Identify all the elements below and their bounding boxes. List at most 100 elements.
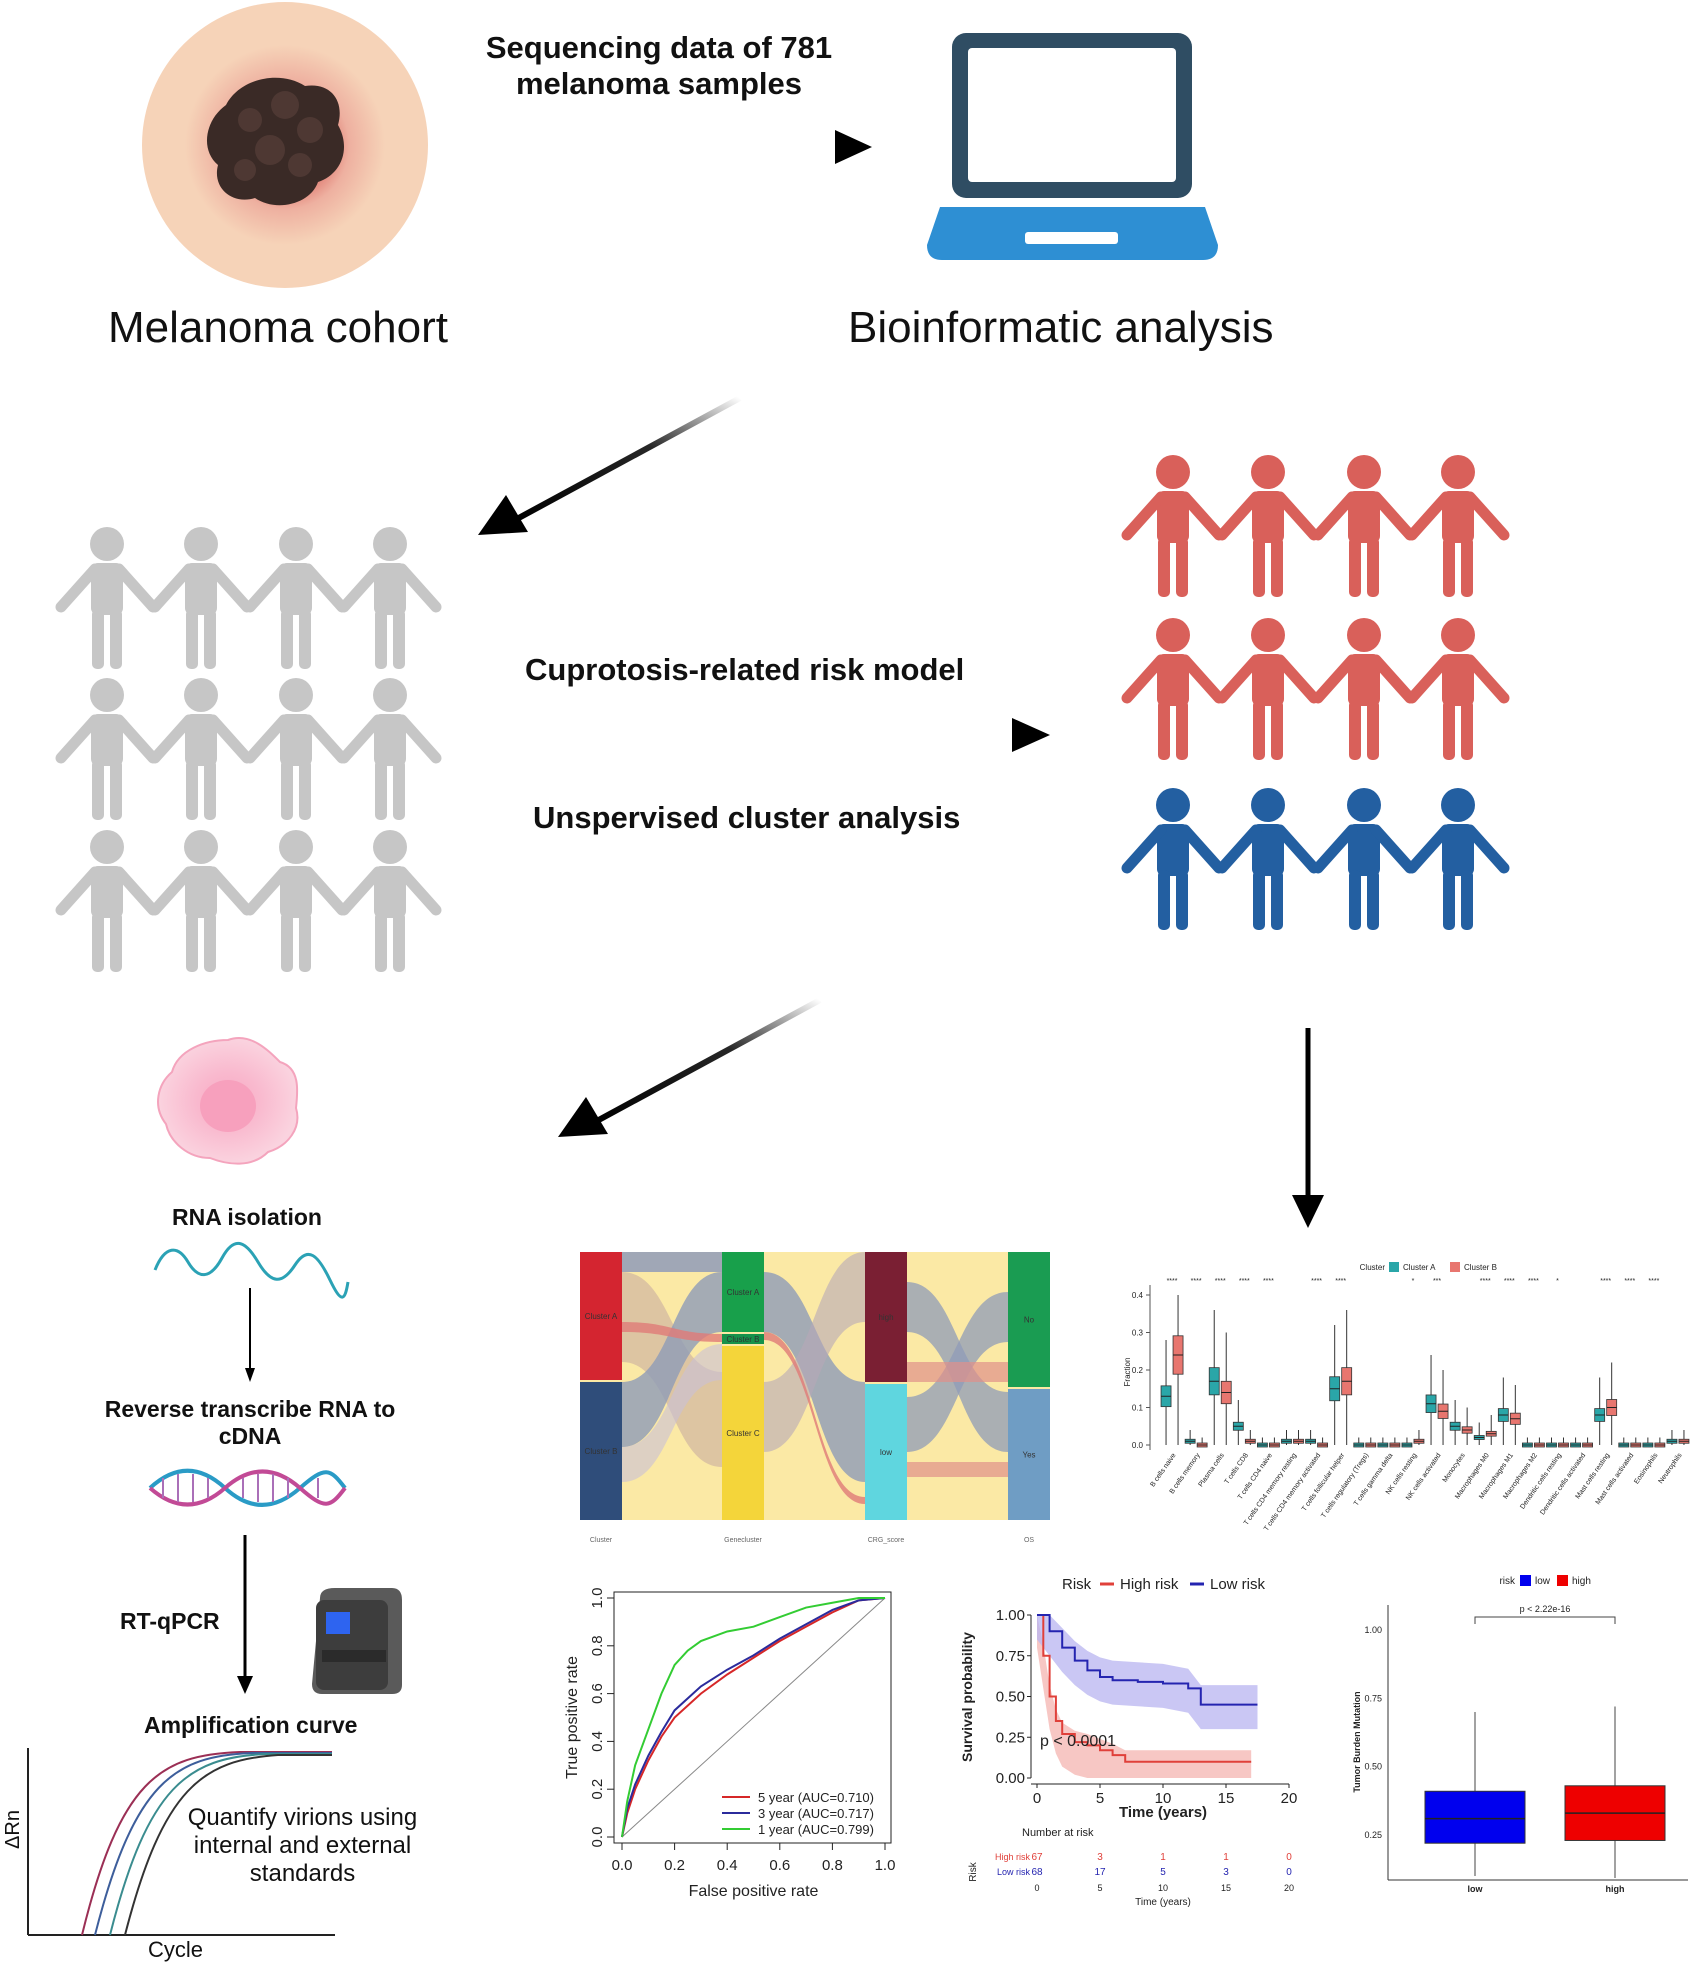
boxplot-y-tick-label: 0.0 <box>1132 1441 1144 1450</box>
person-torso <box>1442 654 1474 706</box>
tmb-category-label: high <box>1606 1884 1625 1894</box>
tmb-legend-swatch-low <box>1520 1575 1531 1586</box>
alluvial-node <box>865 1252 907 1382</box>
person-torso <box>1252 654 1284 706</box>
alluvial-flow <box>622 1322 722 1342</box>
person-torso <box>280 866 312 918</box>
blue-person <box>1121 788 1225 930</box>
km-risk-value: 1 <box>1160 1852 1166 1863</box>
diagonal-arrow-2-shaft <box>593 997 822 1125</box>
rna-isolation-label: RNA isolation <box>172 1204 322 1230</box>
km-y-tick-label: 0.00 <box>996 1770 1025 1787</box>
boxplot-significance: **** <box>1528 1278 1539 1285</box>
person-torso <box>1157 654 1189 706</box>
tmb-y-tick-label: 1.00 <box>1364 1625 1382 1635</box>
km-y-tick-label: 0.75 <box>996 1648 1025 1665</box>
roc-y-tick-label: 0.2 <box>589 1779 606 1800</box>
boxplot-legend-swatch-a <box>1389 1262 1399 1272</box>
km-y-label: Survival probability <box>959 1632 975 1762</box>
person-torso <box>1348 654 1380 706</box>
tmb-p-value: p < 2.22e-16 <box>1520 1604 1571 1614</box>
roc-y-tick-label: 0.8 <box>589 1635 606 1656</box>
person-head <box>90 527 124 561</box>
red-person <box>1406 455 1510 597</box>
person-leg-left <box>1349 700 1361 760</box>
roc-y-tick-label: 0.4 <box>589 1731 606 1752</box>
person-leg-right <box>110 912 122 972</box>
person-leg-left <box>1158 870 1170 930</box>
boxplot-legend-item-a: Cluster A <box>1403 1263 1436 1272</box>
melanoma-skin-icon <box>142 2 428 288</box>
grey-person <box>149 527 253 669</box>
person-arm-left <box>55 563 101 613</box>
alluvial-node <box>722 1334 764 1344</box>
km-risk-row-label: High risk <box>995 1852 1031 1862</box>
risk-model-arrow-head <box>1012 718 1050 752</box>
alluvial-flow <box>907 1362 1008 1382</box>
person-torso <box>1442 824 1474 876</box>
person-arm-right <box>1464 824 1510 874</box>
person-head <box>90 830 124 864</box>
person-arm-right <box>396 714 442 764</box>
alluvial-flow <box>907 1462 1008 1477</box>
boxplot-legend-item-b: Cluster B <box>1464 1263 1497 1272</box>
roc-legend-label: 1 year (AUC=0.799) <box>758 1822 874 1837</box>
person-leg-left <box>186 609 198 669</box>
roc-y-label: True positive rate <box>564 1656 581 1779</box>
boxplot-category-label: Neutrophils <box>1658 1452 1684 1485</box>
person-leg-left <box>1349 870 1361 930</box>
km-y-tick-label: 1.00 <box>996 1607 1025 1624</box>
person-leg-left <box>375 912 387 972</box>
person-leg-right <box>299 912 311 972</box>
person-torso <box>1442 491 1474 543</box>
boxplot-significance: **** <box>1167 1278 1178 1285</box>
km-confidence-band <box>1037 1615 1258 1730</box>
person-arm-left <box>55 714 101 764</box>
person-leg-right <box>299 760 311 820</box>
km-risk-value: 3 <box>1097 1852 1103 1863</box>
person-torso <box>185 714 217 766</box>
person-leg-right <box>393 760 405 820</box>
person-head <box>184 678 218 712</box>
person-arm-left <box>1312 824 1358 874</box>
person-arm-right <box>207 714 253 764</box>
boxplot-significance: **** <box>1624 1278 1635 1285</box>
km-risk-tick-label: 15 <box>1221 1883 1231 1893</box>
roc-y-tick-label: 0.6 <box>589 1683 606 1704</box>
person-leg-left <box>92 609 104 669</box>
diagonal-arrow-1-head <box>478 495 528 535</box>
person-leg-right <box>1461 537 1473 597</box>
tmb-legend-item-high: high <box>1572 1576 1591 1587</box>
blue-people-group <box>1121 788 1510 930</box>
boxplot-y-tick-label: 0.4 <box>1132 1291 1144 1300</box>
roc-x-tick-label: 1.0 <box>875 1857 896 1874</box>
person-head <box>1441 455 1475 489</box>
km-risk-tick-label: 10 <box>1158 1883 1168 1893</box>
person-torso <box>374 714 406 766</box>
person-leg-left <box>375 609 387 669</box>
person-leg-left <box>1443 700 1455 760</box>
person-leg-left <box>92 912 104 972</box>
person-arm-left <box>244 563 290 613</box>
km-legend-item-low: Low risk <box>1210 1576 1266 1593</box>
person-head <box>184 527 218 561</box>
person-leg-left <box>1158 537 1170 597</box>
grey-person <box>244 830 348 972</box>
boxplot-significance: *** <box>1433 1278 1441 1285</box>
alluvial-axis-label: OS <box>1024 1537 1034 1544</box>
person-leg-right <box>1176 537 1188 597</box>
alluvial-node-label: Yes <box>1022 1451 1035 1460</box>
boxplot-category-label: T cells CD8 <box>1224 1452 1250 1486</box>
person-leg-right <box>393 609 405 669</box>
grey-people-group <box>55 527 442 972</box>
alluvial-node <box>722 1252 764 1332</box>
alluvial-node <box>580 1252 622 1380</box>
alluvial-axis-label: Cluster <box>590 1537 613 1544</box>
alluvial-flow <box>622 1272 722 1447</box>
amplification-curve-label: Amplification curve <box>144 1712 358 1738</box>
boxplot-significance: * <box>1556 1278 1559 1285</box>
person-leg-right <box>1176 700 1188 760</box>
